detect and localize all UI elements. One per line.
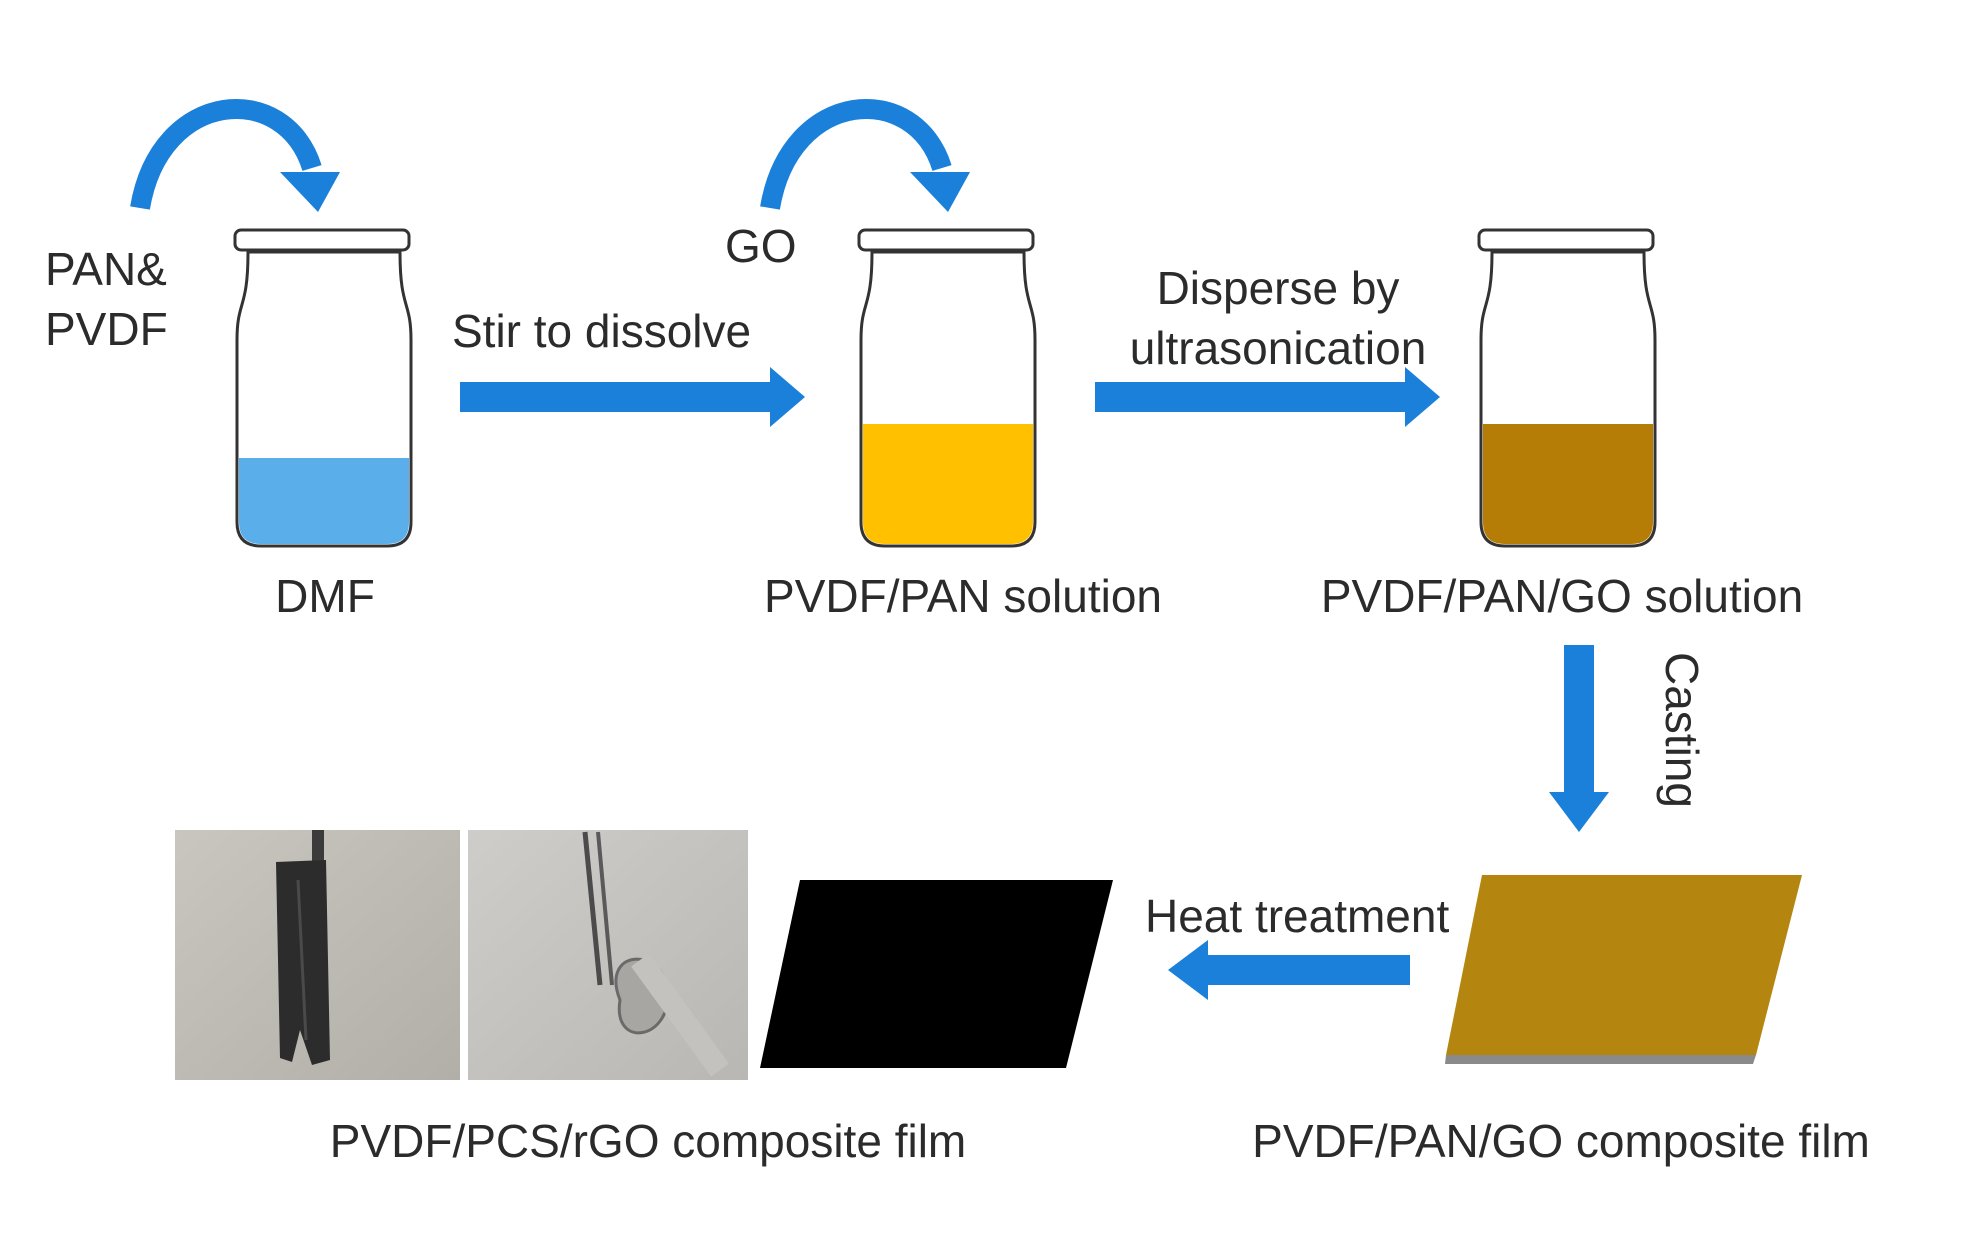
film-go-label: PVDF/PAN/GO composite film	[1252, 1115, 1870, 1167]
vial-label-pvdf-pan-go: PVDF/PAN/GO solution	[1320, 570, 1804, 622]
arrow-casting	[1549, 645, 1609, 832]
arrow-casting-label: Casting	[1655, 652, 1708, 808]
arrow-disperse	[1095, 367, 1440, 427]
curved-arrow-1-head	[280, 172, 340, 212]
photo-clip	[175, 830, 460, 1080]
film-go-edge	[1445, 1055, 1756, 1064]
liquid-pvdf-pan	[863, 424, 1033, 544]
arrow-disperse-label-line2: ultrasonication	[1129, 322, 1427, 374]
reagent-go: GO	[725, 220, 797, 272]
curved-arrow-2-head	[910, 172, 970, 212]
film-rgo-label: PVDF/PCS/rGO composite film	[329, 1115, 967, 1167]
film-go	[1446, 875, 1802, 1055]
curved-arrow-2	[760, 99, 952, 210]
arrow-disperse-label-line1: Disperse by	[1156, 262, 1400, 314]
vial-label-dmf: DMF	[275, 570, 375, 622]
film-rgo	[760, 880, 1113, 1068]
vial-label-pvdf-pan: PVDF/PAN solution	[764, 570, 1162, 622]
arrow-heat-label: Heat treatment	[1145, 890, 1450, 942]
photo-tweezers	[468, 830, 748, 1080]
reagent-pan-pvdf-line2: PVDF	[45, 303, 168, 355]
liquid-pvdf-pan-go	[1483, 424, 1653, 544]
vial-pvdf-pan-go	[1477, 228, 1657, 548]
arrow-stir	[460, 367, 805, 427]
arrow-stir-label: Stir to dissolve	[452, 305, 752, 357]
arrow-heat	[1168, 940, 1410, 1000]
liquid-dmf	[239, 458, 409, 544]
vial-dmf	[233, 228, 413, 548]
curved-arrow-1	[130, 99, 322, 210]
vial-pvdf-pan	[857, 228, 1037, 548]
reagent-pan-pvdf-line1: PAN&	[45, 243, 167, 295]
photo-divider	[460, 830, 468, 1080]
